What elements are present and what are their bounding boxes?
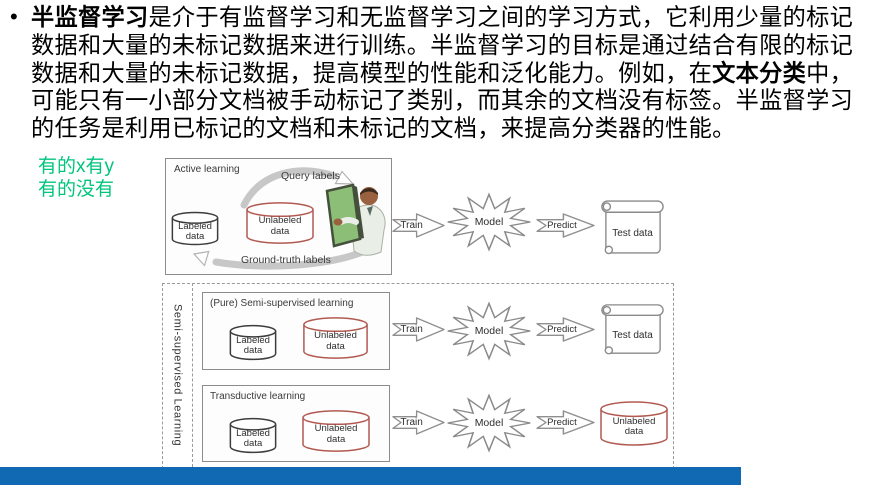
- annotation-line-2: 有的没有: [38, 179, 115, 200]
- text-run: 数据和大量的未标记数据，提高模型的性能和泛化能力。例如，在: [31, 59, 713, 86]
- predict-arrow-label: Predict: [547, 417, 577, 428]
- query-labels-arrow: [240, 167, 355, 209]
- pure-ssl-title: (Pure) Semi-supervised learning: [210, 298, 354, 309]
- labeled-data-cylinder: Labeled data: [229, 417, 277, 454]
- predict-arrow-label: Predict: [547, 324, 577, 335]
- side-label: Semi-supervised Learning: [171, 303, 184, 447]
- predict-arrow: Predict: [536, 213, 595, 238]
- transductive-title: Transductive learning: [210, 391, 306, 402]
- analyst-person-icon: [325, 183, 386, 256]
- model-label: Model: [474, 325, 504, 337]
- paragraph-line: 半监督学习是介于有监督学习和无监督学习之间的学习方式，它利用少量的标记: [31, 4, 879, 32]
- cylinder-label: Labeled: [236, 334, 270, 346]
- cylinder-label: data: [185, 231, 205, 242]
- predict-arrow: Predict: [536, 410, 595, 435]
- ground-truth-text: Ground-truth labels: [241, 254, 331, 266]
- paragraph-line: 可能只有一小部分文档被手动标记了类别，而其余的文档没有标签。半监督学习: [31, 87, 879, 115]
- cylinder-label: Unlabeled: [258, 215, 302, 226]
- cylinder-label: Labeled: [178, 220, 212, 232]
- cylinder-label: data: [326, 340, 345, 352]
- train-arrow: Train: [392, 213, 445, 238]
- text-run: 数据和大量的未标记数据来进行训练。半监督学习的目标是通过结合有限的标记: [31, 31, 854, 58]
- text-run: 可能只有一小部分文档被手动标记了类别，而其余的文档没有标签。半监督学习: [31, 87, 854, 114]
- train-arrow: Train: [392, 410, 445, 435]
- test-data-scroll: Test data: [597, 303, 668, 356]
- labeled-data-cylinder: Labeled data: [229, 324, 277, 361]
- paragraph-line: 数据和大量的未标记数据来进行训练。半监督学习的目标是通过结合有限的标记: [31, 32, 879, 60]
- cylinder-label: data: [624, 426, 644, 437]
- paragraph: 半监督学习是介于有监督学习和无监督学习之间的学习方式，它利用少量的标记数据和大量…: [31, 4, 879, 143]
- train-arrow-label: Train: [400, 417, 423, 428]
- test-data-scroll: Test data: [597, 199, 668, 256]
- bullet-marker: •: [10, 4, 18, 29]
- labeled-data-cylinder: Labeled data: [171, 211, 219, 246]
- unlabeled-data-cylinder: Unlabeled data: [245, 201, 315, 245]
- text-run: 中，: [806, 59, 854, 86]
- test-data-label: Test data: [612, 329, 653, 341]
- model-starburst: Model: [446, 193, 532, 251]
- unlabeled-data-cylinder: Unlabeled data: [302, 316, 369, 360]
- annotation-note: 有的x有y 有的没有: [38, 155, 114, 201]
- model-label: Model: [474, 216, 504, 228]
- cylinder-label: Unlabeled: [314, 423, 358, 434]
- cylinder-label: Unlabeled: [612, 415, 656, 427]
- model-starburst: Model: [446, 302, 532, 360]
- cylinder-label: Labeled: [236, 427, 270, 439]
- text-run: 是介于有监督学习和无监督学习之间的学习方式，它利用少量的标记: [148, 4, 854, 30]
- train-arrow-label: Train: [400, 220, 423, 231]
- query-labels-text: Query labels: [281, 170, 340, 182]
- cylinder-label: data: [270, 225, 290, 237]
- predict-arrow-label: Predict: [547, 220, 577, 231]
- bold-text-run: 半监督学习: [31, 4, 149, 30]
- paragraph-line: 数据和大量的未标记数据，提高模型的性能和泛化能力。例如，在文本分类中，: [31, 60, 879, 88]
- cylinder-label: data: [326, 433, 346, 445]
- test-data-label: Test data: [612, 227, 653, 239]
- predict-arrow: Predict: [536, 317, 595, 342]
- model-label: Model: [474, 417, 504, 429]
- unlabeled-output-cylinder: Unlabeled data: [599, 400, 669, 447]
- unlabeled-data-cylinder: Unlabeled data: [301, 409, 371, 453]
- footer-accent-bar: [0, 467, 741, 485]
- train-arrow-label: Train: [400, 324, 423, 335]
- cylinder-label: data: [243, 438, 263, 449]
- cylinder-label: data: [243, 345, 263, 356]
- text-run: 的任务是利用已标记的文档和未标记的文档，来提高分类器的性能。: [31, 115, 736, 142]
- model-starburst: Model: [446, 394, 532, 452]
- active-learning-title: Active learning: [174, 164, 240, 175]
- side-label-divider: [192, 283, 193, 467]
- paragraph-line: 的任务是利用已标记的文档和未标记的文档，来提高分类器的性能。: [31, 115, 879, 143]
- cylinder-label: Unlabeled: [314, 330, 357, 341]
- annotation-line-1: 有的x有y: [38, 156, 115, 177]
- bold-text-run: 文本分类: [712, 59, 807, 86]
- train-arrow: Train: [392, 317, 445, 342]
